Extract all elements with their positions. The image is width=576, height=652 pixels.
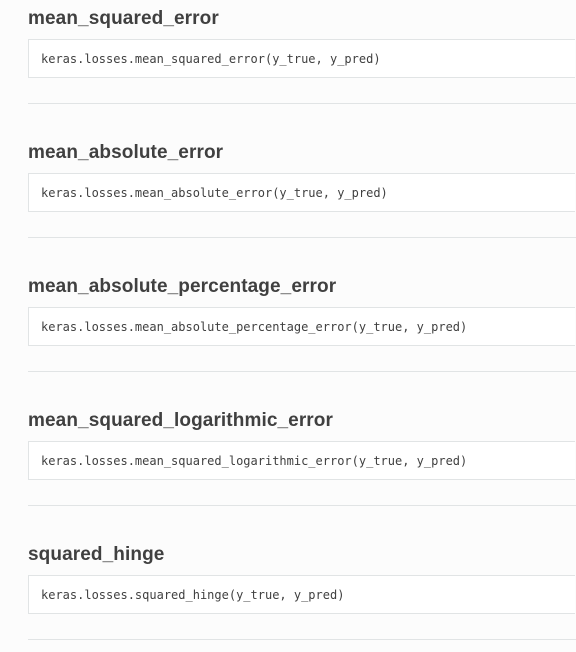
section-divider: [28, 103, 576, 104]
function-signature: keras.losses.mean_absolute_error(y_true,…: [41, 186, 388, 200]
function-heading: mean_absolute_percentage_error: [28, 276, 337, 297]
code-block: keras.losses.squared_hinge(y_true, y_pre…: [28, 575, 575, 614]
code-block: keras.losses.mean_absolute_percentage_er…: [28, 307, 575, 346]
function-heading: mean_squared_logarithmic_error: [28, 410, 334, 431]
code-block: keras.losses.mean_squared_error(y_true, …: [28, 39, 575, 78]
function-heading: mean_squared_error: [28, 8, 219, 29]
function-heading: squared_hinge: [28, 544, 165, 565]
function-signature: keras.losses.squared_hinge(y_true, y_pre…: [41, 588, 345, 602]
section-divider: [28, 371, 576, 372]
code-block: keras.losses.mean_squared_logarithmic_er…: [28, 441, 575, 480]
function-heading: mean_absolute_error: [28, 142, 224, 163]
function-signature: keras.losses.mean_squared_logarithmic_er…: [41, 454, 468, 468]
function-signature: keras.losses.mean_squared_error(y_true, …: [41, 52, 381, 66]
code-block: keras.losses.mean_absolute_error(y_true,…: [28, 173, 575, 212]
section-divider: [28, 639, 576, 640]
function-signature: keras.losses.mean_absolute_percentage_er…: [41, 320, 468, 334]
section-divider: [28, 505, 576, 506]
section-divider: [28, 237, 576, 238]
